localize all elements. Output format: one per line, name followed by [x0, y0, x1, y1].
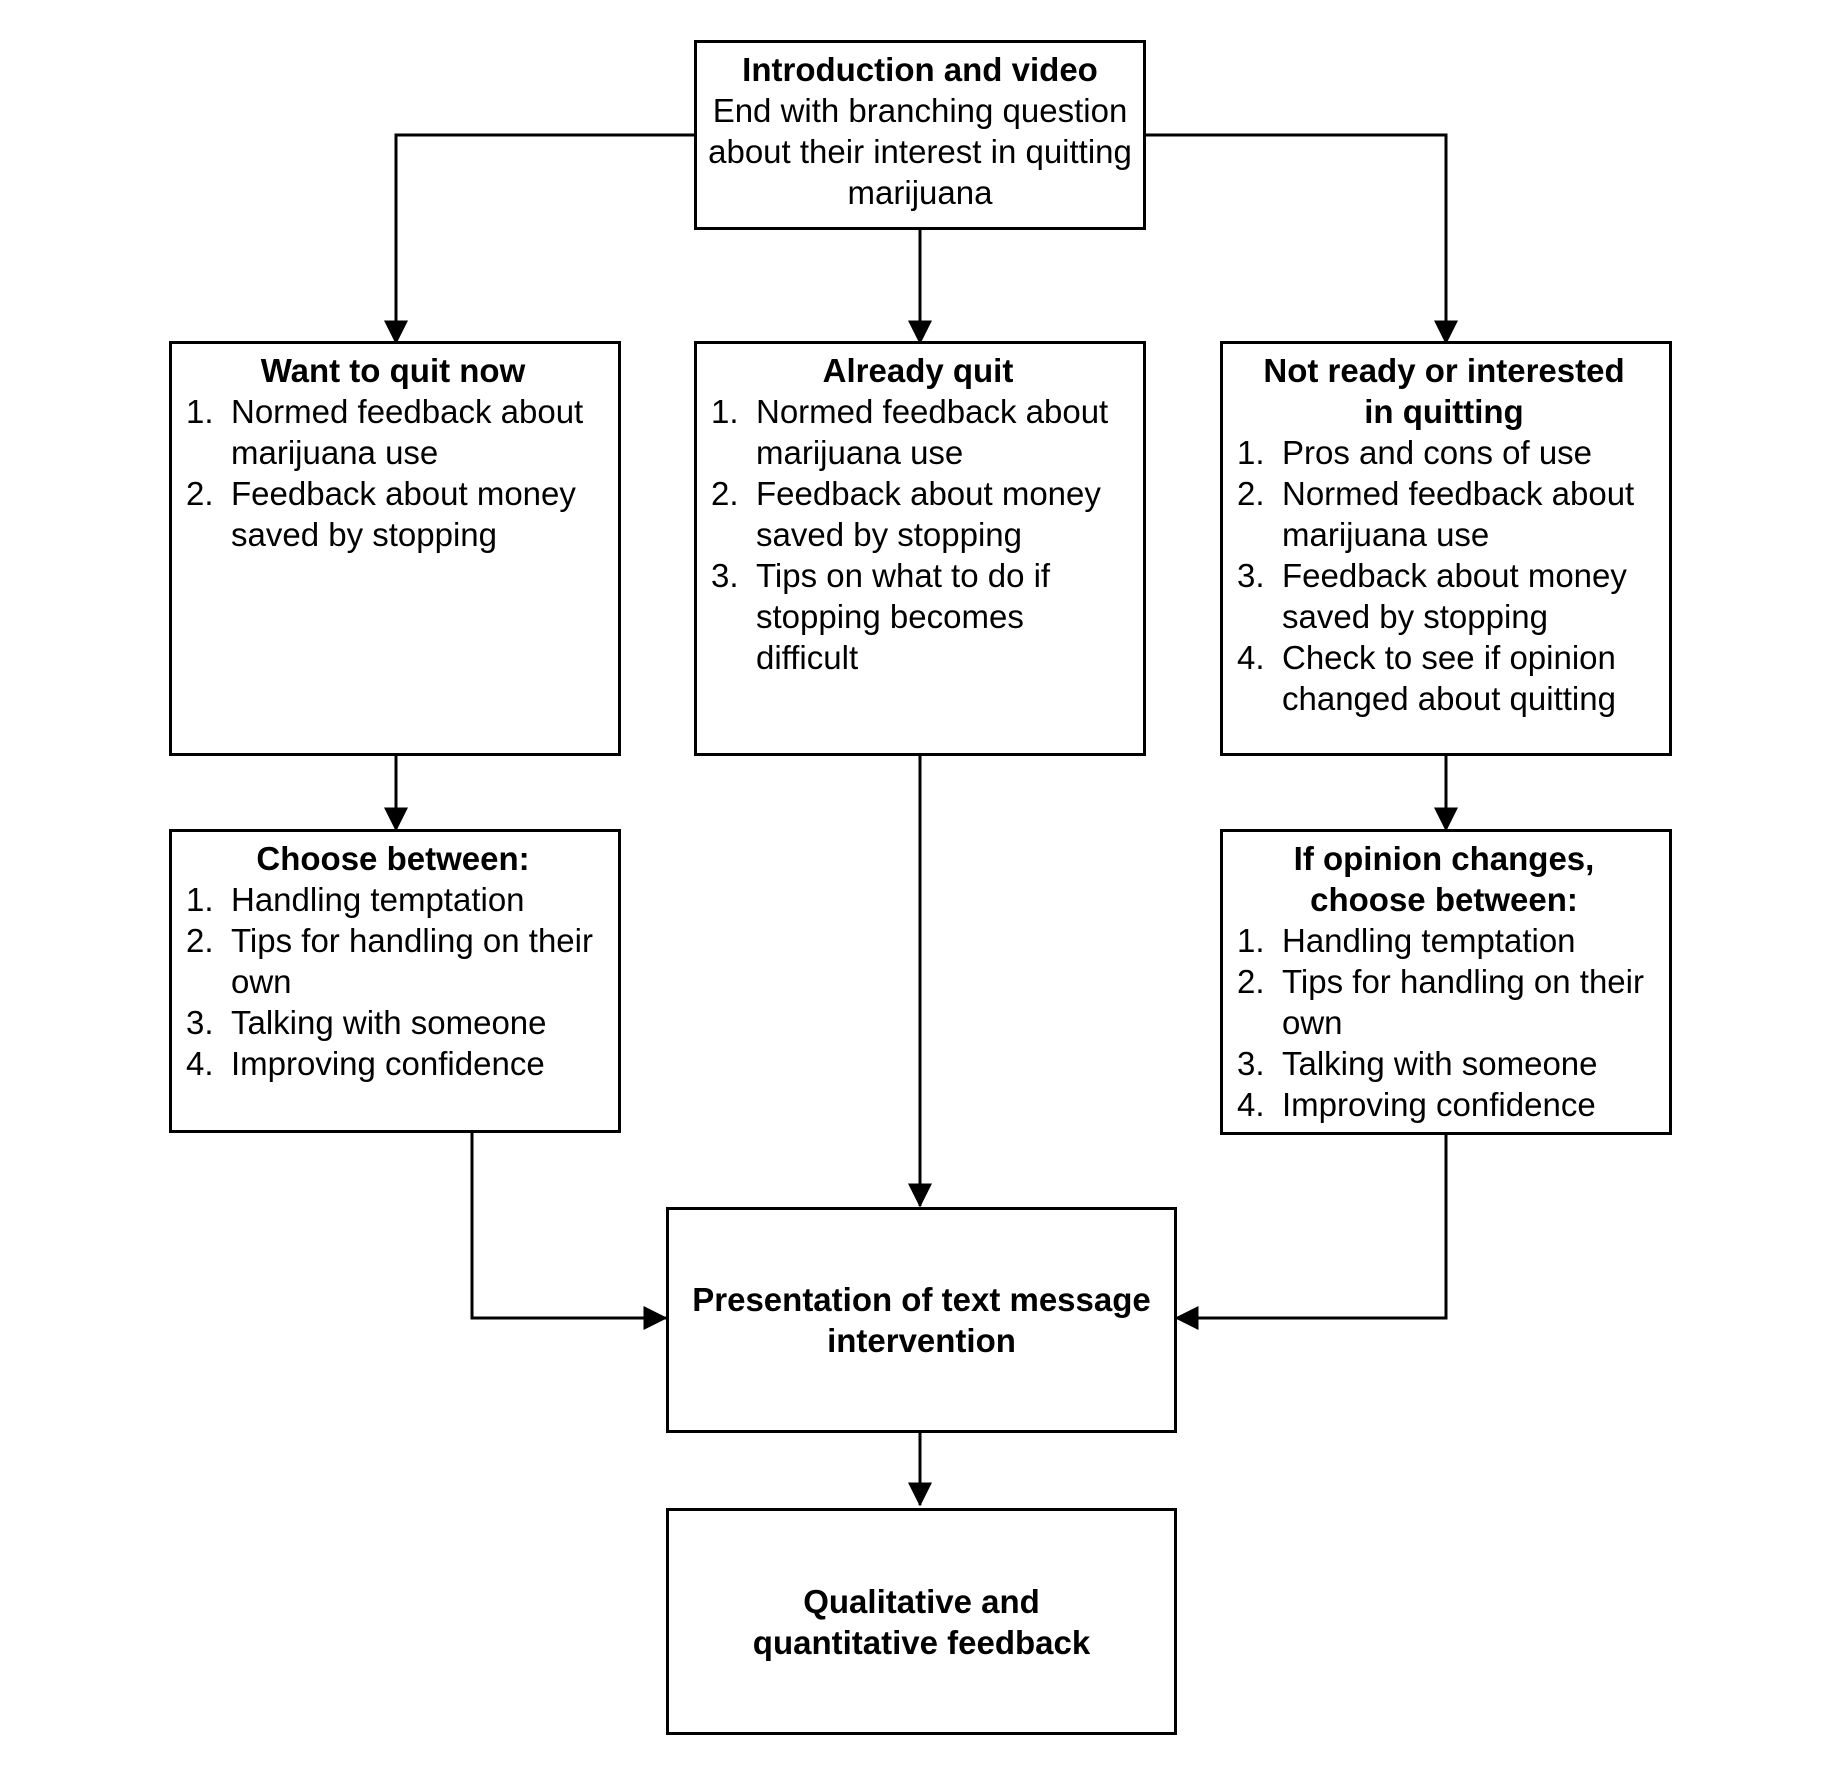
presentation-box: Presentation of text message interventio… [666, 1207, 1177, 1433]
list-item: 3. Tips on what to do if stopping becomes… [703, 555, 1133, 678]
list-item: 4. Improving confidence [178, 1043, 608, 1084]
feedback-box: Qualitative and quantitative feedback [666, 1508, 1177, 1735]
list-item-text: Handling temptation [1282, 922, 1576, 959]
intro-box: Introduction and video End with branchin… [694, 40, 1146, 230]
intro-title: Introduction and video [742, 51, 1098, 88]
list-item-number: 2. [186, 922, 214, 959]
list-item: 2. Tips for handling on their own [178, 920, 608, 1002]
not-ready-box: Not ready or interested in quitting 1. Pr… [1220, 341, 1672, 756]
already-quit-list: 1. Normed feedback about marijuana use 2. F… [703, 391, 1133, 678]
list-item-text: Tips for handling on their own [231, 922, 593, 1000]
list-item: 1. Handling temptation [178, 879, 608, 920]
list-item: 1. Handling temptation [1229, 920, 1659, 961]
connector-intro-to-want-quit [384, 133, 694, 345]
list-item-number: 4. [1237, 639, 1265, 676]
list-item-text: Handling temptation [231, 881, 525, 918]
list-item: 2. Tips for handling on their own [1229, 961, 1659, 1043]
list-item-text: Tips on what to do if stopping becomes d… [756, 557, 1051, 676]
list-item: 4. Check to see if opinion changed about … [1229, 637, 1659, 719]
list-item: 1. Normed feedback about marijuana use [703, 391, 1133, 473]
list-item-text: Normed feedback about marijuana use [756, 393, 1109, 471]
list-item: 1. Pros and cons of use [1229, 432, 1659, 473]
list-item-text: Talking with someone [1282, 1045, 1598, 1082]
list-item-text: Feedback about money saved by stopping [1282, 557, 1627, 635]
list-item-text: Normed feedback about marijuana use [1282, 475, 1635, 553]
list-item-number: 2. [711, 475, 739, 512]
connector-choose-left-to-presentation [470, 1131, 668, 1330]
list-item-number: 3. [1237, 1045, 1265, 1082]
list-item-text: Feedback about money saved by stopping [231, 475, 576, 553]
list-item-text: Improving confidence [1282, 1086, 1596, 1123]
choose-left-title: Choose between: [256, 840, 530, 877]
list-item-text: Improving confidence [231, 1045, 545, 1082]
connector-intro-to-not-ready [1145, 133, 1458, 345]
list-item-number: 4. [1237, 1086, 1265, 1123]
not-ready-list: 1. Pros and cons of use 2. Normed feedback … [1229, 432, 1659, 719]
list-item-text: Feedback about money saved by stopping [756, 475, 1101, 553]
list-item-number: 1. [1237, 434, 1265, 471]
list-item: 3. Talking with someone [1229, 1043, 1659, 1084]
list-item-number: 1. [711, 393, 739, 430]
list-item: 3. Feedback about money saved by stopping [1229, 555, 1659, 637]
list-item-text: Talking with someone [231, 1004, 547, 1041]
list-item: 3. Talking with someone [178, 1002, 608, 1043]
list-item-number: 1. [186, 393, 214, 430]
list-item: 2. Feedback about money saved by stopping [703, 473, 1133, 555]
list-item-number: 3. [711, 557, 739, 594]
list-item-number: 1. [1237, 922, 1265, 959]
intro-subtitle: End with branching question about their … [708, 92, 1132, 211]
list-item-text: Normed feedback about marijuana use [231, 393, 584, 471]
list-item-number: 3. [186, 1004, 214, 1041]
want-quit-list: 1. Normed feedback about marijuana use 2. F… [178, 391, 608, 555]
feedback-title: Qualitative and quantitative feedback [752, 1582, 1091, 1661]
choose-left-box: Choose between: 1. Handling temptation 2. T… [169, 829, 621, 1133]
list-item-number: 4. [186, 1045, 214, 1082]
list-item: 1. Normed feedback about marijuana use [178, 391, 608, 473]
list-item-text: Check to see if opinion changed about qu… [1282, 639, 1616, 717]
list-item-number: 2. [1237, 963, 1265, 1000]
want-quit-title: Want to quit now [260, 352, 526, 389]
presentation-title: Presentation of text message interventio… [692, 1281, 1151, 1359]
connector-choose-right-to-presentation [1174, 1133, 1448, 1330]
choose-right-box: If opinion changes, choose between: 1. Ha… [1220, 829, 1672, 1135]
choose-right-list: 1. Handling temptation 2. Tips for handling… [1229, 920, 1659, 1125]
list-item-text: Pros and cons of use [1282, 434, 1593, 471]
choose-left-list: 1. Handling temptation 2. Tips for handling… [178, 879, 608, 1084]
list-item-number: 1. [186, 881, 214, 918]
list-item-number: 2. [186, 475, 214, 512]
list-item: 2. Normed feedback about marijuana use [1229, 473, 1659, 555]
not-ready-title: Not ready or interested in quitting [1263, 352, 1625, 430]
choose-right-title: If opinion changes, choose between: [1293, 840, 1595, 918]
list-item-text: Tips for handling on their own [1282, 963, 1644, 1041]
want-quit-box: Want to quit now 1. Normed feedback about… [169, 341, 621, 756]
list-item: 2. Feedback about money saved by stopping [178, 473, 608, 555]
list-item: 4. Improving confidence [1229, 1084, 1659, 1125]
already-quit-box: Already quit 1. Normed feedback about mar… [694, 341, 1146, 756]
list-item-number: 3. [1237, 557, 1265, 594]
list-item-number: 2. [1237, 475, 1265, 512]
already-quit-title: Already quit [822, 352, 1014, 389]
